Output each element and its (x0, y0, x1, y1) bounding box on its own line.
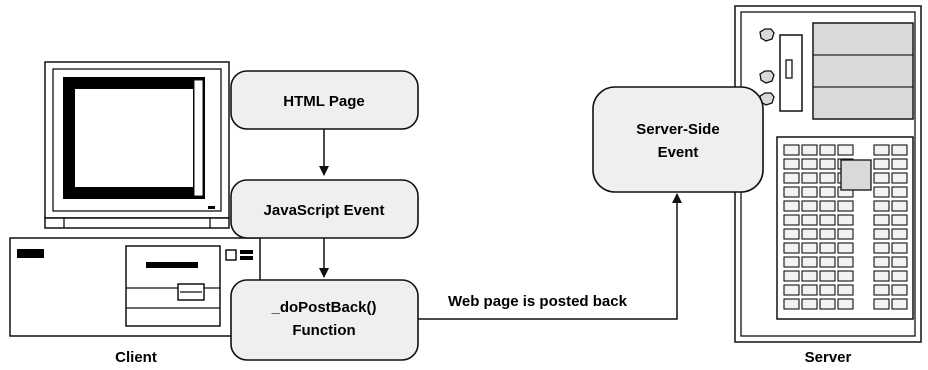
server-vent-slot (819, 214, 836, 226)
node-dopostback-function: _doPostBack() Function (230, 279, 419, 361)
server-vent-slot (837, 298, 854, 310)
server-vent-slot (891, 298, 908, 310)
server-vent-slot (819, 242, 836, 254)
server-vent-slot (891, 270, 908, 282)
server-vent-slot (819, 270, 836, 282)
server-vent-slot (891, 144, 908, 156)
server-vent-slot (837, 284, 854, 296)
server-vent-slot (819, 284, 836, 296)
server-vent-slot (891, 256, 908, 268)
server-vent-slot (891, 242, 908, 254)
node-server-side-event-label-line1: Server-Side (636, 121, 719, 138)
server-vent-slot (801, 284, 818, 296)
server-vent-slot (801, 158, 818, 170)
server-vent-slot (783, 228, 800, 240)
server-vent-slot (801, 172, 818, 184)
server-vent-slot (873, 186, 890, 198)
server-vent-slot (873, 214, 890, 226)
server-vent-slot (873, 256, 890, 268)
arrow-postback-to-server (418, 193, 682, 320)
server-vent-slot (801, 256, 818, 268)
node-html-page: HTML Page (230, 70, 419, 130)
server-vent-slot (873, 144, 890, 156)
server-vent-slot (783, 158, 800, 170)
node-dopostback-label-line2: Function (292, 322, 355, 339)
server-vent-slot (873, 270, 890, 282)
server-vent-slot (891, 186, 908, 198)
server-vent-slot (819, 228, 836, 240)
node-server-side-event: Server-Side Event (592, 86, 764, 193)
server-vent-slot (891, 214, 908, 226)
server-vent-slot (783, 186, 800, 198)
server-vent-slot (783, 214, 800, 226)
edge-label-posted-back: Web page is posted back (448, 293, 628, 310)
server-vent-slot (783, 298, 800, 310)
server-vent-slot (837, 144, 854, 156)
server-vent-slot (873, 172, 890, 184)
server-vent-slot (801, 242, 818, 254)
server-vent-slot (801, 200, 818, 212)
server-vent-slot (891, 200, 908, 212)
server-vent-slot (801, 186, 818, 198)
server-vent-slot (783, 242, 800, 254)
server-vent-slot (801, 228, 818, 240)
node-html-page-label: HTML Page (283, 93, 364, 110)
node-javascript-event-label: JavaScript Event (264, 202, 385, 219)
server-vent-slot (891, 284, 908, 296)
server-vent-slot (873, 228, 890, 240)
server-vent-slot (891, 228, 908, 240)
client-computer-icon (9, 61, 261, 337)
server-caption: Server (805, 349, 852, 366)
server-vent-slot (873, 200, 890, 212)
node-server-side-event-label-line2: Event (658, 144, 699, 161)
server-vent-slot (783, 144, 800, 156)
server-vent-slot (801, 214, 818, 226)
server-vent-slot (819, 144, 836, 156)
server-vent-slot (801, 298, 818, 310)
server-vent-slot (819, 256, 836, 268)
server-vent-slot (783, 270, 800, 282)
server-vent-slot (891, 172, 908, 184)
server-vent-slot (783, 172, 800, 184)
server-vent-slot (837, 200, 854, 212)
server-tower-icon (734, 5, 922, 343)
server-vent-slot (819, 172, 836, 184)
server-vent-slot (873, 158, 890, 170)
node-dopostback-label-line1: _doPostBack() (270, 299, 376, 316)
server-vent-slot (891, 158, 908, 170)
node-javascript-event: JavaScript Event (230, 179, 419, 239)
server-vent-slot (819, 186, 836, 198)
server-vent-slot (819, 158, 836, 170)
server-vent-slot (837, 242, 854, 254)
server-vent-slot (801, 144, 818, 156)
server-vent-slot (783, 256, 800, 268)
server-vent-slot (783, 284, 800, 296)
server-vent-slot (873, 298, 890, 310)
server-vent-slot (837, 256, 854, 268)
server-vent-slot (837, 270, 854, 282)
server-vent-slot (837, 228, 854, 240)
server-vent-slot (819, 298, 836, 310)
server-vent-slot (837, 214, 854, 226)
client-caption: Client (115, 349, 157, 366)
server-vent-slot (873, 284, 890, 296)
server-vent-slot (801, 270, 818, 282)
server-vent-slot (819, 200, 836, 212)
server-vent-slot (783, 200, 800, 212)
server-vent-slot (873, 242, 890, 254)
